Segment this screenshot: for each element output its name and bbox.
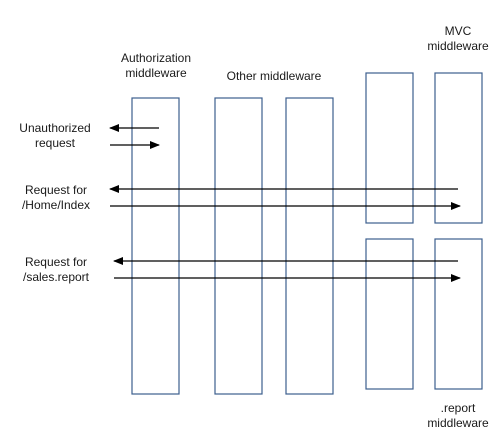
unauthorized-label-line2: request (34, 136, 76, 150)
authorization-middleware-box (131, 97, 180, 395)
sales-label-line2: /sales.report (22, 270, 90, 284)
home-label-line1: Request for (24, 183, 88, 197)
authorization-label-line2: middleware (125, 66, 187, 80)
report-label-line2: middleware (427, 416, 489, 430)
other-middleware-label-text: Other middleware (226, 69, 322, 83)
unauthorized-label-line1: Unauthorized (19, 121, 91, 135)
authorization-label-line1: Authorization (120, 51, 192, 65)
mvc-label-line2: middleware (427, 39, 489, 53)
other-middleware-box-2 (285, 97, 334, 395)
home-request-label: Request for /Home/Index (6, 183, 106, 213)
home-label-line2: /Home/Index (21, 198, 91, 212)
sales-label-line1: Request for (24, 255, 88, 269)
report-middleware-label: .report middleware (418, 401, 498, 431)
mvc-label-line1: MVC (444, 24, 472, 38)
mvc-middleware-label: MVC middleware (418, 24, 498, 54)
authorization-middleware-label: Authorization middleware (112, 51, 200, 81)
mvc-middleware-box-right (434, 72, 483, 224)
other-middleware-label: Other middleware (206, 69, 342, 84)
report-middleware-box-left (365, 238, 414, 390)
other-middleware-box-1 (214, 97, 263, 395)
report-middleware-box-right (434, 238, 483, 390)
mvc-middleware-box-left (365, 72, 414, 224)
report-label-line1: .report (440, 401, 476, 415)
sales-request-label: Request for /sales.report (6, 255, 106, 285)
unauthorized-request-label: Unauthorized request (6, 121, 104, 151)
